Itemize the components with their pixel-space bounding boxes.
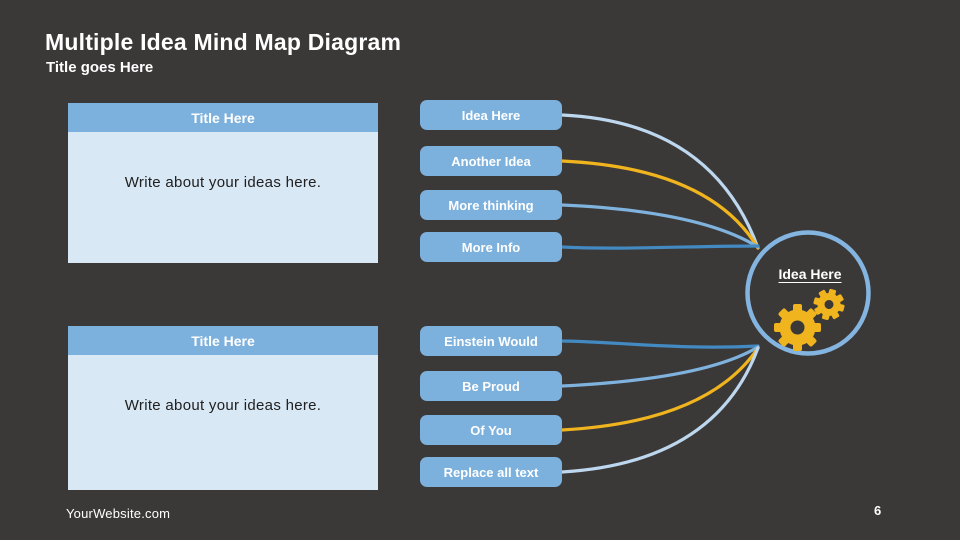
page-number: 6	[874, 503, 882, 518]
node-idea-here[interactable]: Idea Here	[420, 100, 562, 130]
gears-icon	[774, 288, 845, 351]
website-footer: YourWebsite.com	[66, 506, 171, 521]
connector-of-you	[560, 346, 760, 432]
idea-card-bottom-header[interactable]: Title Here	[68, 326, 378, 355]
idea-card-top[interactable]: Title Here Write about your ideas here.	[68, 103, 378, 263]
hub-circle[interactable]	[745, 230, 871, 356]
connector-be-proud	[560, 345, 760, 388]
idea-card-top-header[interactable]: Title Here	[68, 103, 378, 132]
gear-large-icon	[774, 304, 821, 351]
idea-card-top-body[interactable]: Write about your ideas here.	[124, 174, 322, 191]
connector-more-info	[560, 244, 760, 250]
connector-more-thinking	[560, 203, 760, 249]
node-another-idea[interactable]: Another Idea	[420, 146, 562, 176]
node-of-you[interactable]: Of You	[420, 415, 562, 445]
node-more-thinking[interactable]: More thinking	[420, 190, 562, 220]
slide-title: Multiple Idea Mind Map Diagram	[45, 29, 402, 55]
idea-card-bottom-body[interactable]: Write about your ideas here.	[124, 397, 322, 414]
node-einstein-would[interactable]: Einstein Would	[420, 326, 562, 356]
connector-idea-here	[560, 113, 760, 250]
hub-label[interactable]: Idea Here	[778, 266, 842, 282]
node-replace-all-text[interactable]: Replace all text	[420, 457, 562, 487]
node-more-info[interactable]: More Info	[420, 232, 562, 262]
gear-small-icon	[813, 288, 845, 321]
connector-replace-all-text	[560, 346, 760, 474]
slide-subtitle: Title goes Here	[46, 59, 154, 76]
idea-card-bottom[interactable]: Title Here Write about your ideas here.	[68, 326, 378, 490]
node-be-proud[interactable]: Be Proud	[420, 371, 562, 401]
connector-einstein-would	[560, 339, 760, 349]
connector-another-idea	[560, 159, 760, 250]
